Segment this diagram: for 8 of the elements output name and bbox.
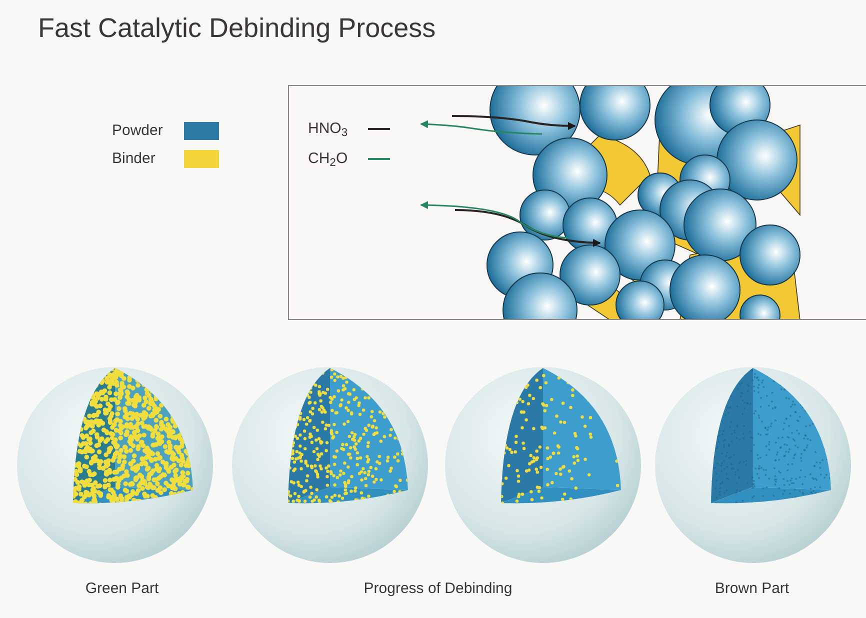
caption-label: Brown Part	[714, 579, 790, 599]
title: Fast Catalytic Debinding Process	[38, 12, 436, 45]
legend-label: CH$_{2}$O	[308, 149, 349, 170]
legend-label: Powder	[112, 121, 164, 141]
legend-label: HNO$_{3}$	[308, 119, 349, 140]
caption-label: Progress of Debinding	[364, 579, 512, 599]
caption-label: Green Part	[85, 579, 159, 599]
legend-label: Binder	[112, 149, 156, 169]
